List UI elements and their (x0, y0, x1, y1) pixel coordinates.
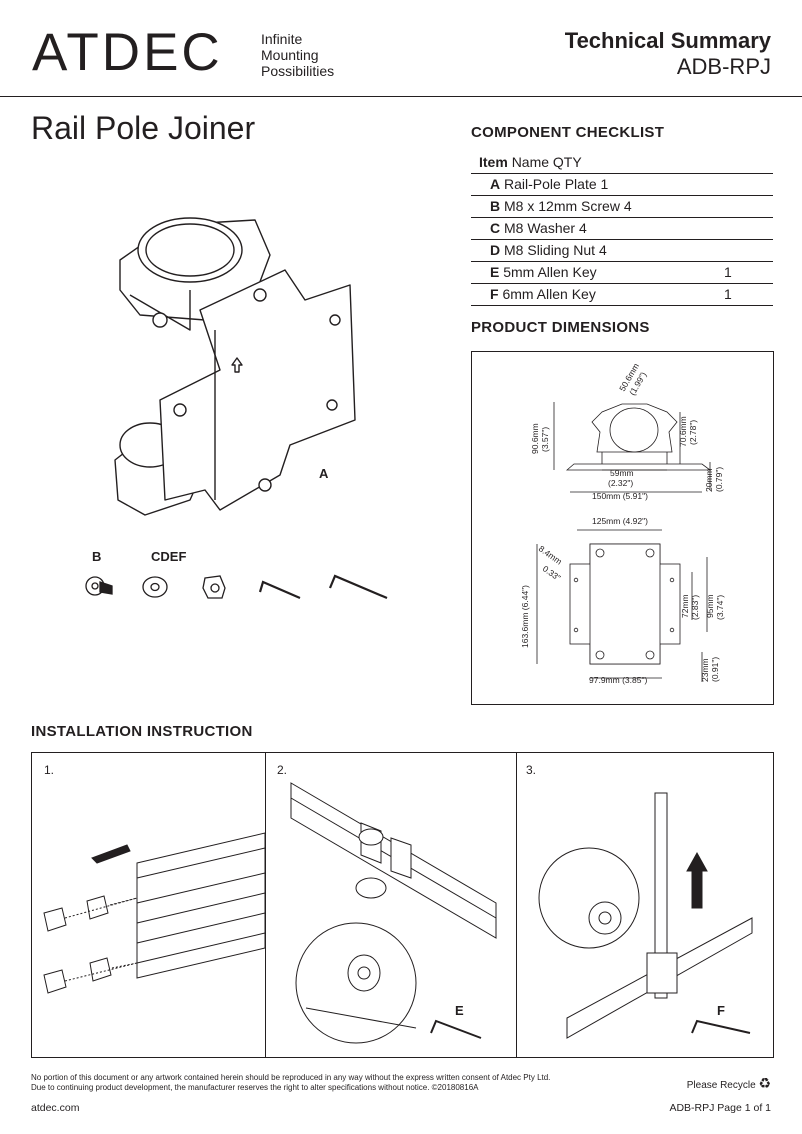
panel-divider (516, 753, 517, 1057)
website-link[interactable]: atdec.com (31, 1102, 80, 1114)
part-label-a: A (319, 466, 329, 481)
step-3-number: 3. (526, 763, 537, 777)
allen-key-icon (430, 1019, 482, 1039)
checklist-item-header: Item (479, 154, 508, 170)
installation-heading: INSTALLATION INSTRUCTION (31, 723, 253, 740)
logo-tagline: Infinite Mounting Possibilities (261, 31, 334, 79)
page-number: ADB-RPJ Page 1 of 1 (669, 1102, 771, 1114)
dimensions-drawing-box: 50.6mm (1.99") 90.6mm (3.57") 70.6mm (2.… (471, 351, 774, 705)
checklist-row: C M8 Washer 4 (471, 218, 773, 240)
step-2-number: 2. (277, 763, 288, 777)
hardware-illustration (85, 574, 388, 600)
dim-hole-in: 0.33" (541, 563, 563, 582)
dim-plate-height: 163.6mm (6.44") (520, 585, 530, 648)
dim-height-in: (3.57") (540, 427, 550, 452)
step-3-illustration (538, 792, 753, 1039)
dim-v3: 23mm (700, 658, 710, 682)
step-1-illustration (43, 832, 265, 994)
step-2-illustration (290, 782, 497, 1044)
checklist-rest-header: Name QTY (511, 154, 582, 170)
dim-height2: 70.6mm (678, 416, 688, 447)
recycle-icon: ♻ (758, 1075, 771, 1091)
dim-hole: 8.4mm (537, 543, 564, 566)
checklist-heading: COMPONENT CHECKLIST (471, 124, 665, 141)
dim-inner-in: (2.32") (608, 478, 633, 488)
dim-inner: 59mm (610, 468, 634, 478)
dimensions-drawing: 50.6mm (1.99") 90.6mm (3.57") 70.6mm (2.… (520, 361, 725, 685)
washer-icon (142, 576, 168, 598)
dim-v3-in: (0.91") (710, 657, 720, 682)
product-title: Rail Pole Joiner (31, 110, 256, 146)
document-code: ADB-RPJ (676, 54, 771, 79)
dim-v1-in: (2.83") (690, 595, 700, 620)
step-2-label: E (455, 1003, 464, 1018)
screw-icon (85, 576, 113, 596)
dim-thick: 20mm (704, 468, 714, 492)
checklist-row: A Rail-Pole Plate 1 (471, 174, 773, 196)
part-label-b: B (92, 549, 102, 564)
atdec-logo: ATDEC (32, 23, 223, 82)
step-3-label: F (717, 1003, 725, 1018)
dim-base: 97.9mm (3.85") (589, 675, 647, 685)
please-recycle: Please Recycle ♻ (686, 1075, 771, 1091)
footer-disclaimer: No portion of this document or any artwo… (31, 1073, 551, 1092)
checklist-row: D M8 Sliding Nut 4 (471, 240, 773, 262)
product-illustration (114, 217, 356, 516)
tagline-line-3: Possibilities (261, 63, 335, 79)
allen-key-5mm-icon (258, 580, 301, 600)
component-checklist: Item Name QTY A Rail-Pole Plate 1 B M8 x… (471, 152, 773, 306)
checklist-header-row: Item Name QTY (471, 152, 773, 174)
tagline-line-1: Infinite (261, 31, 303, 47)
tagline-line-2: Mounting (261, 47, 319, 63)
panel-divider (265, 753, 266, 1057)
dim-height: 90.6mm (530, 423, 540, 454)
dim-v1: 72mm (680, 594, 690, 618)
dimensions-heading: PRODUCT DIMENSIONS (471, 319, 650, 336)
allen-key-icon (691, 1019, 751, 1034)
installation-panels: 1. 2. E 3. (31, 752, 774, 1058)
dim-v2: 95mm (705, 594, 715, 618)
header-divider (0, 96, 802, 97)
dim-thick-in: (0.79") (714, 467, 724, 492)
dim-height2-in: (2.78") (688, 420, 698, 445)
allen-key-6mm-icon (328, 574, 388, 600)
sliding-nut-icon (202, 575, 226, 599)
step-1-number: 1. (44, 763, 55, 777)
dim-plate-width: 125mm (4.92") (592, 516, 648, 526)
document-type: Technical Summary (564, 28, 771, 53)
checklist-row: B M8 x 12mm Screw 4 (471, 196, 773, 218)
dim-width: 150mm (5.91") (592, 491, 648, 501)
dim-v2-in: (3.74") (715, 595, 725, 620)
part-label-cdef: CDEF (151, 549, 187, 564)
